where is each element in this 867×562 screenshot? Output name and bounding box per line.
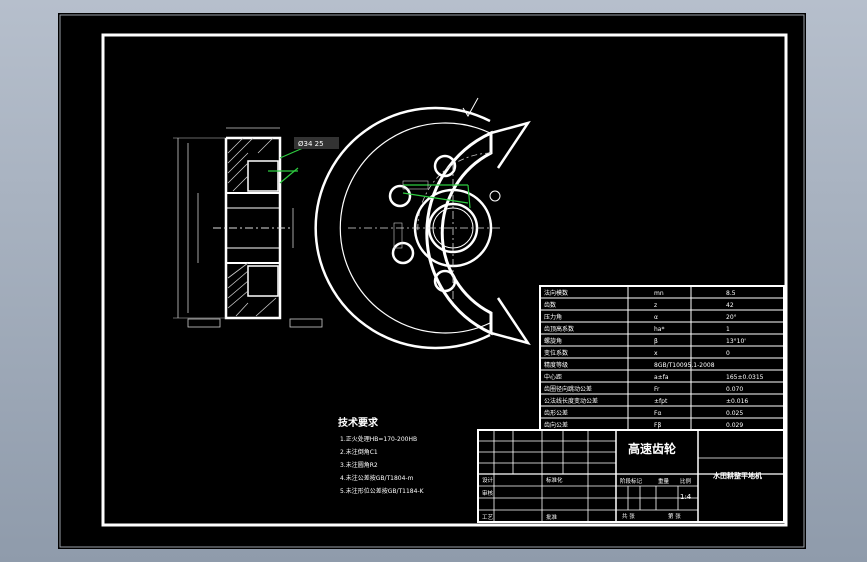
param-value: 8.5 (726, 290, 736, 297)
param-name: 中心距 (544, 373, 562, 381)
cell-label: 重量 (658, 477, 670, 485)
param-symbol: z (654, 302, 657, 309)
tech-req-item: 5.未注形位公差按GB/T1184-K (340, 487, 425, 495)
sheet-outer-border (59, 14, 805, 548)
sheet-label: 共 张 (622, 512, 635, 520)
param-value: 20° (726, 314, 737, 321)
param-symbol: mn (654, 290, 664, 297)
param-symbol: α (654, 314, 658, 321)
roughness-symbol (462, 97, 479, 117)
param-name: 齿向公差 (544, 421, 568, 429)
param-value: 0.070 (726, 386, 743, 393)
sheet-frame (101, 33, 788, 527)
param-symbol: β (654, 338, 658, 345)
param-name: 精度等级 (544, 361, 568, 369)
module-note: Ø34 25 (298, 140, 324, 148)
title-label: 标准化 (546, 476, 563, 484)
tech-req-item: 3.未注圆角R2 (340, 461, 378, 469)
param-value: 13°10' (726, 338, 746, 345)
param-name: 压力角 (544, 313, 562, 321)
section-view (173, 127, 323, 328)
title-label: 审核 (482, 489, 494, 497)
param-symbol: a±fa (654, 374, 669, 381)
param-symbol: 8GB/T10095.1-2008 (654, 362, 715, 369)
param-symbol: x (654, 350, 658, 357)
param-value: 0.029 (726, 422, 743, 429)
title-label: 工艺 (482, 514, 494, 521)
param-name: 公法线长度变动公差 (544, 397, 598, 405)
param-symbol: ±fpt (654, 398, 668, 405)
param-value: 0.025 (726, 410, 743, 417)
param-value: 165±0.0315 (726, 374, 764, 381)
param-value: ±0.016 (726, 398, 748, 405)
drawing-canvas[interactable]: Ø34 25 (58, 13, 806, 549)
param-name: 法向模数 (544, 289, 568, 297)
module-note-box (294, 137, 339, 149)
param-value: 0 (726, 350, 730, 357)
param-name: 齿形公差 (544, 409, 568, 417)
tech-req-item: 1.正火处理HB=170-200HB (340, 435, 417, 443)
title-label: 设计 (482, 476, 494, 484)
param-name: 齿圈径向跳动公差 (544, 385, 592, 393)
param-symbol: ha* (654, 326, 664, 333)
param-value: 1 (726, 326, 730, 333)
tech-requirements: 技术要求 1.正火处理HB=170-200HB 2.未注倒角C1 3.未注圆角R… (338, 416, 425, 495)
sheet-label: 第 张 (668, 512, 681, 520)
title-block (477, 429, 785, 523)
scale-value: 1:4 (680, 493, 692, 501)
title-label: 批准 (546, 513, 558, 521)
datum-circle-symbol (489, 190, 501, 202)
cell-label: 比例 (680, 477, 692, 485)
param-name: 螺旋角 (544, 337, 562, 345)
cell-label: 阶段标记 (620, 477, 643, 485)
gear-parameter-table: 法向模数 mn 8.5 齿数 z 42 压力角 α 20° 齿顶高系数 ha* 1 螺旋角 β 13°10'… (539, 285, 785, 431)
param-value: 42 (726, 302, 734, 309)
param-symbol: Fα (654, 410, 661, 417)
cad-viewport[interactable]: Ø34 25 (58, 13, 806, 549)
param-name: 齿数 (544, 301, 556, 309)
param-name: 变位系数 (544, 349, 568, 357)
param-name: 齿顶高系数 (544, 325, 574, 333)
drawing-title: 高速齿轮 (628, 441, 677, 456)
tech-req-item: 2.未注倒角C1 (340, 448, 378, 456)
param-symbol: Fr (654, 386, 660, 393)
tech-req-title: 技术要求 (338, 416, 379, 429)
front-view (314, 106, 531, 350)
param-symbol: Fβ (654, 422, 661, 429)
project-name: 水田耕整平地机 (713, 471, 762, 480)
tech-req-item: 4.未注公差按GB/T1804-m (340, 474, 414, 482)
